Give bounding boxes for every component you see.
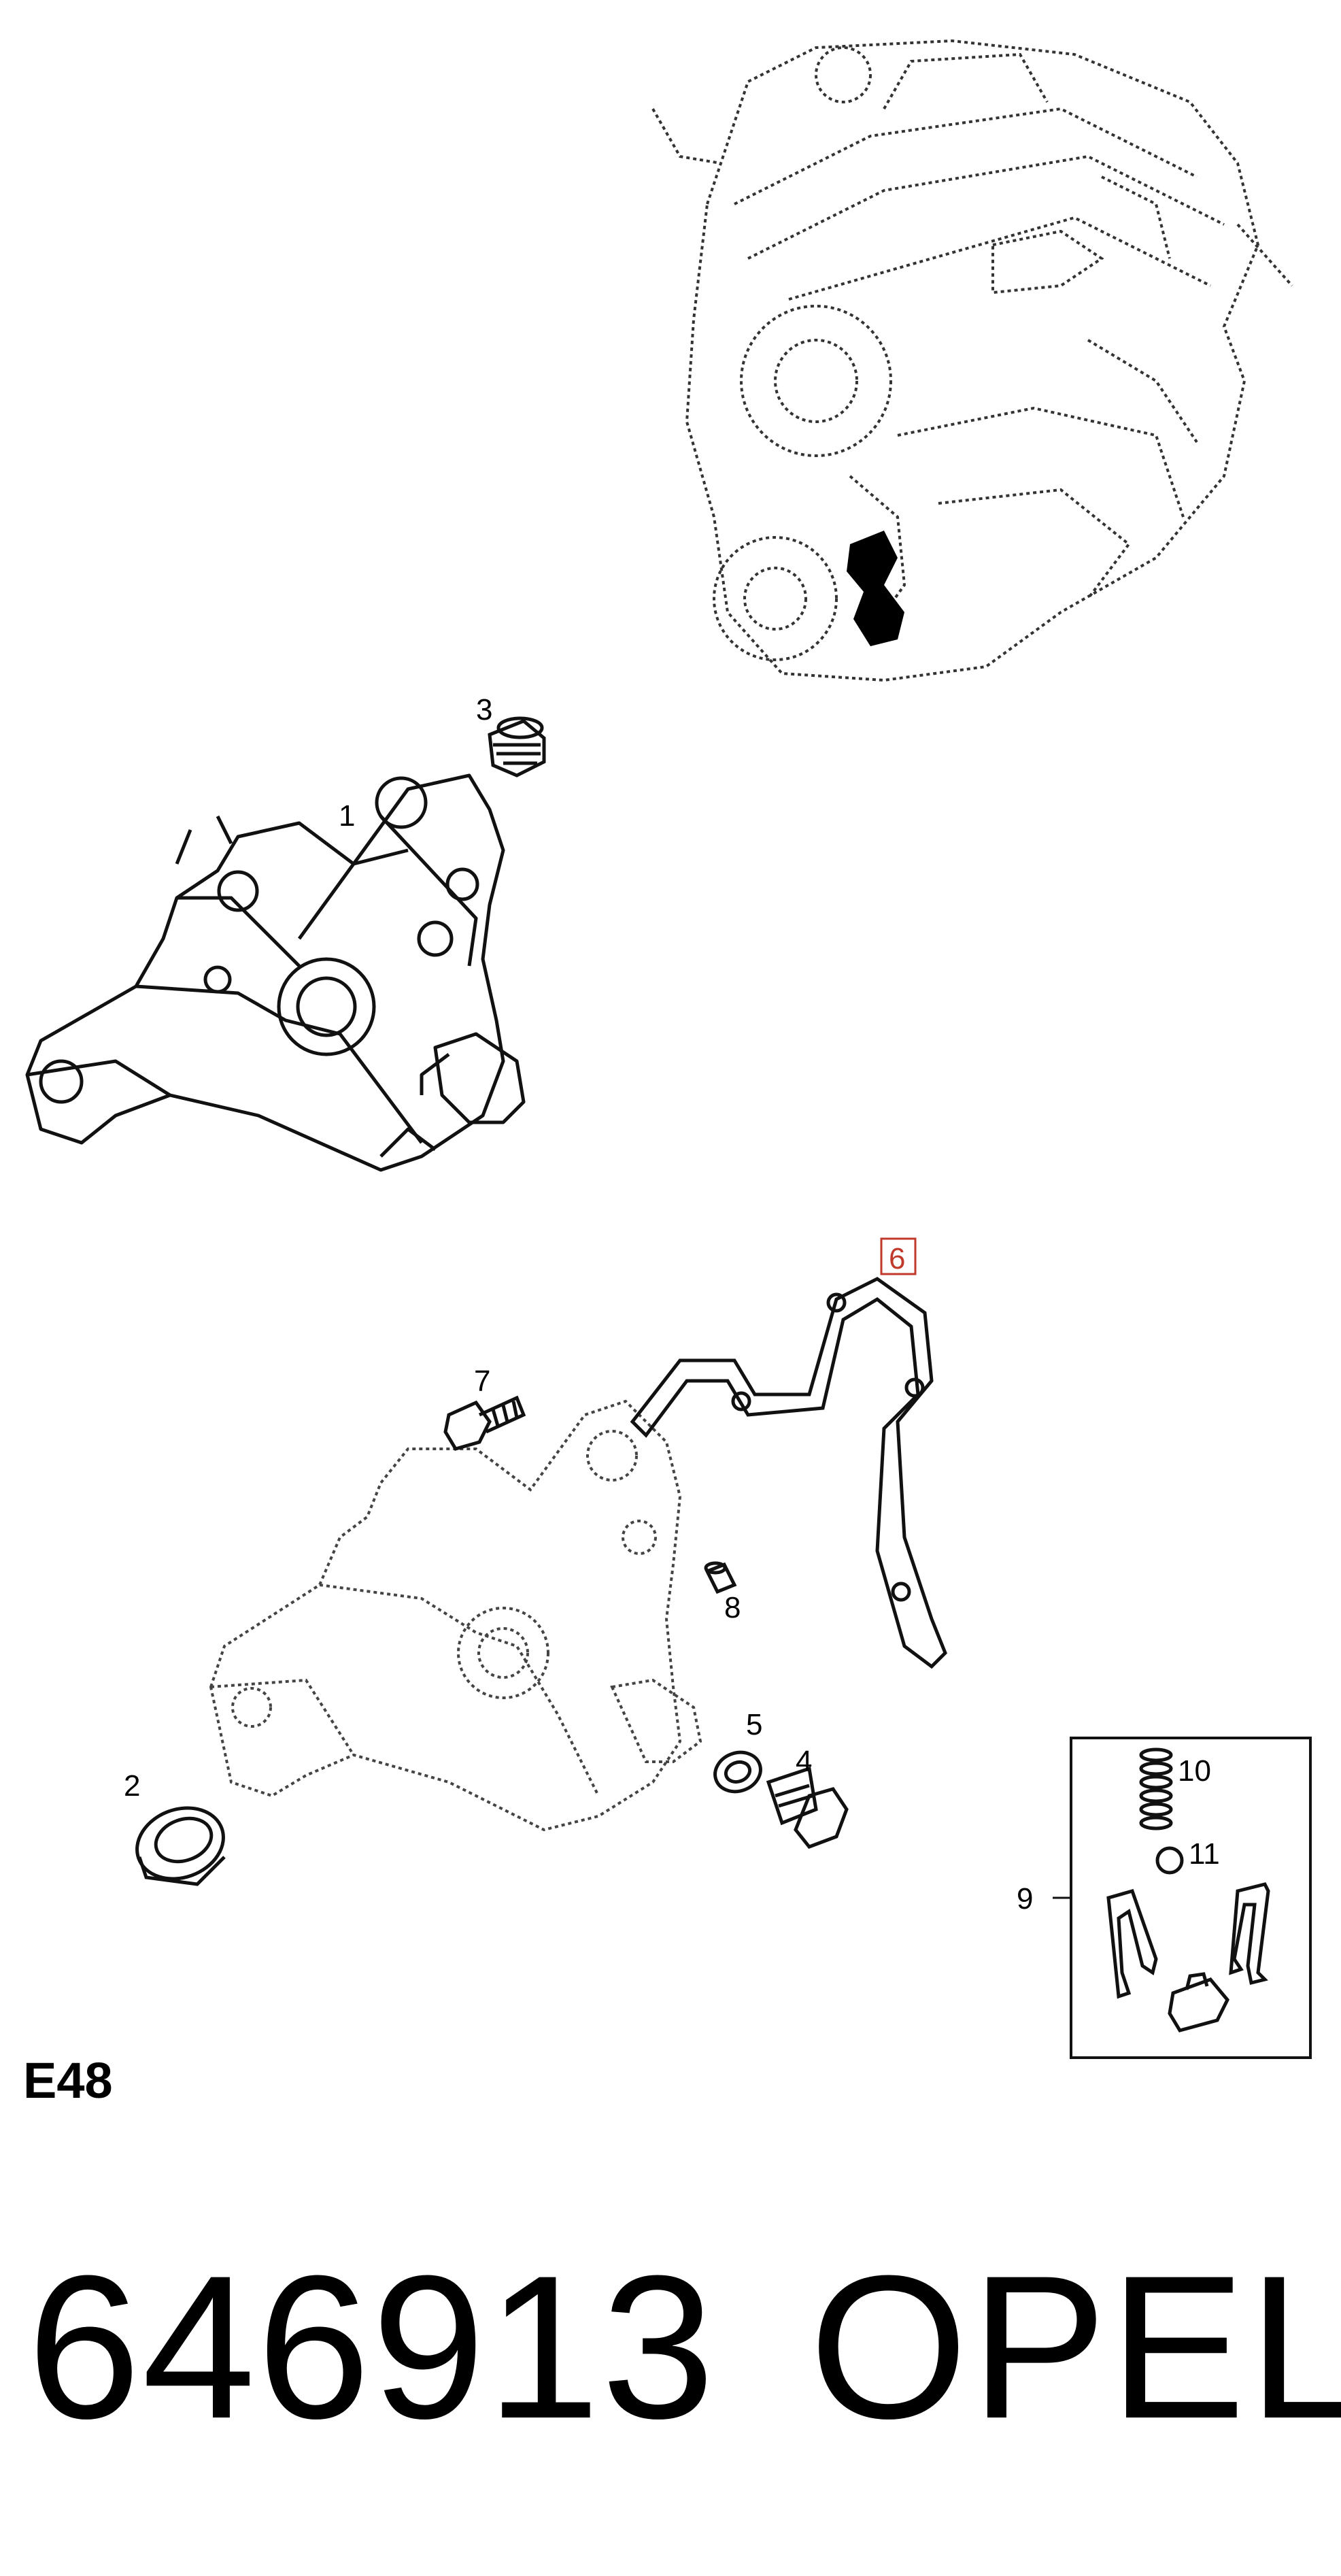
part-5-washer [713,1750,762,1794]
section-code: E48 [23,2052,113,2109]
callout-2: 2 [124,1769,140,1803]
brand-name: OPEL [809,2232,1341,2461]
part-3-plug [488,716,546,777]
callout-6: 6 [889,1242,905,1275]
part-4-plug-bolt [766,1766,849,1849]
callout-1: 1 [339,799,355,833]
callout-4: 4 [796,1745,812,1778]
callout-10: 10 [1178,1754,1211,1788]
callout-9: 9 [1017,1882,1033,1916]
callout-11: 11 [1189,1837,1220,1871]
part-2-seal [135,1806,226,1886]
callout-5: 5 [746,1708,762,1741]
callout-7: 7 [474,1365,490,1398]
oil-pump-illustration [25,773,526,1172]
oil-pump-exploded-dotted [209,1399,702,1832]
part-8-dowel [704,1561,737,1594]
part-number: 646913 [27,2232,717,2461]
engine-overview-illustration [651,39,1293,682]
part-7-bolt [443,1395,526,1451]
oil-pump-location-highlight [847,531,904,646]
callout-3: 3 [476,693,492,726]
part-6-gasket [630,1277,947,1669]
inset-box [1053,1737,1312,2059]
part-10-spring [1139,1747,1173,1830]
part-11-ball [1155,1846,1184,1875]
callout-6-highlight-box [880,1237,917,1275]
part-9-clips [1106,1882,1270,2033]
callout-8: 8 [724,1591,741,1624]
